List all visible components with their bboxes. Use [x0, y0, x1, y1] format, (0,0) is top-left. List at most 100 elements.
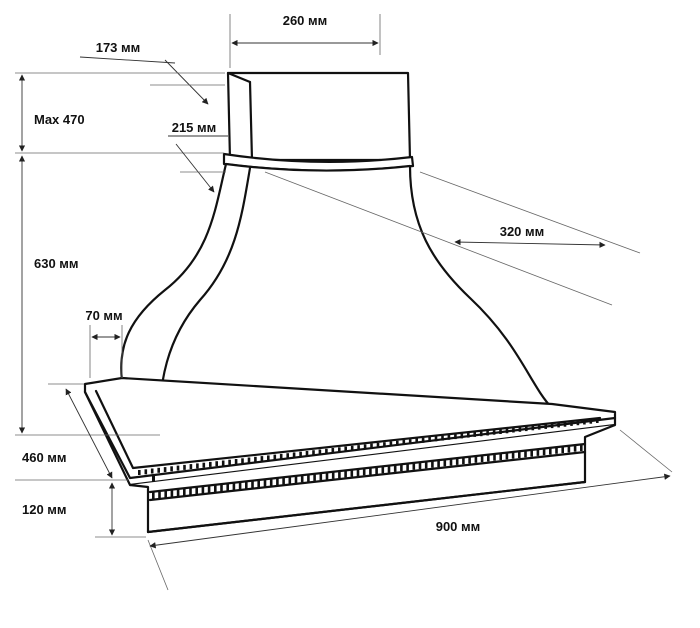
vent-slot-upper	[428, 437, 431, 442]
vent-slot-upper	[209, 461, 212, 467]
vent-slot-upper	[589, 418, 593, 424]
vent-slot-lower	[542, 448, 546, 456]
vent-slot-lower	[158, 491, 161, 499]
vent-slot-upper	[144, 469, 148, 475]
vent-slot-upper	[267, 455, 270, 461]
vent-slot-lower	[282, 477, 285, 485]
vent-slots	[152, 474, 155, 483]
vent-slot-lower	[524, 450, 527, 458]
vent-slot-lower	[152, 492, 155, 499]
vent-slot-lower	[474, 455, 478, 463]
hood-body	[83, 71, 617, 534]
vent-slot-upper	[254, 456, 257, 462]
vent-slot-lower	[307, 474, 310, 482]
vent-slot-upper	[228, 459, 231, 465]
vent-slot-lower	[400, 464, 403, 472]
vent-slot-lower	[424, 461, 428, 469]
vent-slot-upper	[570, 420, 573, 426]
vent-slot-upper	[215, 461, 218, 467]
vent-slot-lower	[406, 463, 409, 471]
vent-slot-lower	[393, 464, 397, 472]
vent-slot-lower	[183, 488, 186, 496]
label-duct-depth: 173 мм	[96, 40, 141, 55]
vent-slot-upper	[202, 462, 206, 468]
dim-width: 900 мм	[147, 429, 673, 591]
vent-slot-upper	[389, 441, 393, 447]
vent-slot-upper	[376, 442, 380, 448]
vent-slot-lower	[350, 469, 354, 477]
vent-slot-lower	[269, 478, 273, 486]
vent-slot-lower	[195, 487, 198, 495]
vent-slot-lower	[164, 490, 167, 498]
dim-base-depth: 460 мм	[15, 383, 128, 481]
vent-slot-upper	[350, 445, 354, 451]
vent-slot-lower	[201, 486, 205, 494]
vent-slot-lower	[518, 451, 521, 458]
vent-slot-lower	[251, 480, 254, 488]
vent-slot-lower	[207, 485, 211, 493]
vent-slot-upper	[176, 465, 180, 471]
vent-slot-lower	[325, 472, 329, 480]
vent-slot-lower	[257, 480, 260, 488]
vent-slot-upper	[525, 426, 528, 432]
vent-slot-lower	[437, 460, 440, 467]
label-width: 900 мм	[436, 519, 481, 534]
vent-slot-upper	[163, 467, 167, 473]
vent-slot-lower	[555, 446, 558, 454]
vent-slot-lower	[226, 483, 229, 491]
vent-slot-lower	[263, 479, 267, 487]
vent-slot-upper	[512, 427, 515, 433]
vent-slot-lower	[449, 458, 453, 466]
vent-slot-lower	[455, 457, 459, 465]
hood-canopy	[120, 162, 554, 454]
vent-slot-upper	[338, 447, 341, 453]
vent-slot-upper	[383, 442, 386, 448]
vent-slot-lower	[381, 466, 385, 474]
vent-slot-lower	[462, 457, 465, 465]
label-max-height: Max 470	[34, 112, 85, 127]
vent-slot-lower	[294, 476, 298, 483]
vent-slot-upper	[312, 450, 315, 456]
label-collar-depth: 215 мм	[172, 120, 217, 135]
vent-slot-lower	[369, 467, 372, 475]
vent-slot-lower	[499, 453, 502, 460]
vent-slot-lower	[480, 455, 484, 463]
dim-depth-320: 320 мм	[264, 171, 641, 306]
vent-slot-upper	[505, 428, 509, 434]
vent-slot-upper	[279, 453, 283, 459]
vent-slot-lower	[580, 444, 583, 451]
vent-slot-upper	[563, 421, 567, 427]
vent-slot-lower	[387, 465, 391, 473]
vent-slot-upper	[292, 452, 296, 458]
vent-slot-upper	[344, 446, 347, 452]
vent-slot-upper	[318, 449, 322, 455]
vent-slot-lower	[431, 460, 434, 468]
vent-slot-upper	[499, 429, 502, 434]
dim-collar-depth: 215 мм	[168, 120, 228, 193]
vent-slot-upper	[454, 434, 457, 440]
vent-slot-upper	[479, 431, 483, 437]
label-depth-320: 320 мм	[500, 224, 545, 239]
vent-slot-upper	[441, 435, 444, 441]
vent-slot-lower	[493, 453, 496, 461]
dim-max-height: Max 470	[15, 72, 225, 154]
vent-slot-upper	[305, 451, 309, 456]
vent-slot-upper	[467, 432, 470, 438]
vent-slot-lower	[214, 485, 217, 492]
vent-slot-lower	[288, 476, 292, 484]
vent-slot-lower	[511, 451, 515, 459]
vent-slot-upper	[550, 423, 554, 429]
vent-slot-upper	[531, 425, 535, 431]
vent-slot-upper	[357, 445, 360, 451]
vent-slot-upper	[221, 460, 225, 466]
label-duct-width: 260 мм	[283, 13, 328, 28]
vent-slot-upper	[576, 420, 580, 426]
vent-slot-lower	[487, 454, 490, 462]
vent-slot-lower	[573, 444, 577, 452]
vent-slot-upper	[473, 431, 476, 437]
vent-slot-lower	[245, 481, 248, 489]
vent-slot-upper	[537, 424, 541, 430]
vent-slot-upper	[183, 464, 186, 470]
vent-slot-lower	[530, 449, 533, 457]
vent-slot-upper	[460, 433, 464, 439]
